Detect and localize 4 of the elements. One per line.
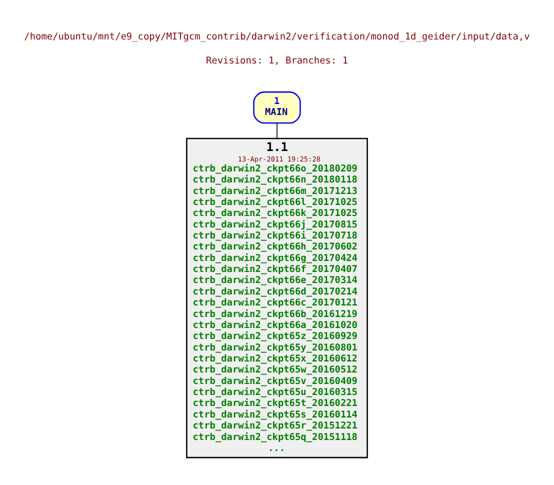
node-box: 1 MAIN <box>253 90 301 124</box>
connector <box>276 122 278 138</box>
label: Revisions: 1, Branches: 1 <box>206 55 348 66</box>
diagram-title: /home/ubuntu/mnt/e9_copy/MITgcm_contrib/darwin2/verification/monod_1d_geider/input/data,v <box>24 30 530 42</box>
